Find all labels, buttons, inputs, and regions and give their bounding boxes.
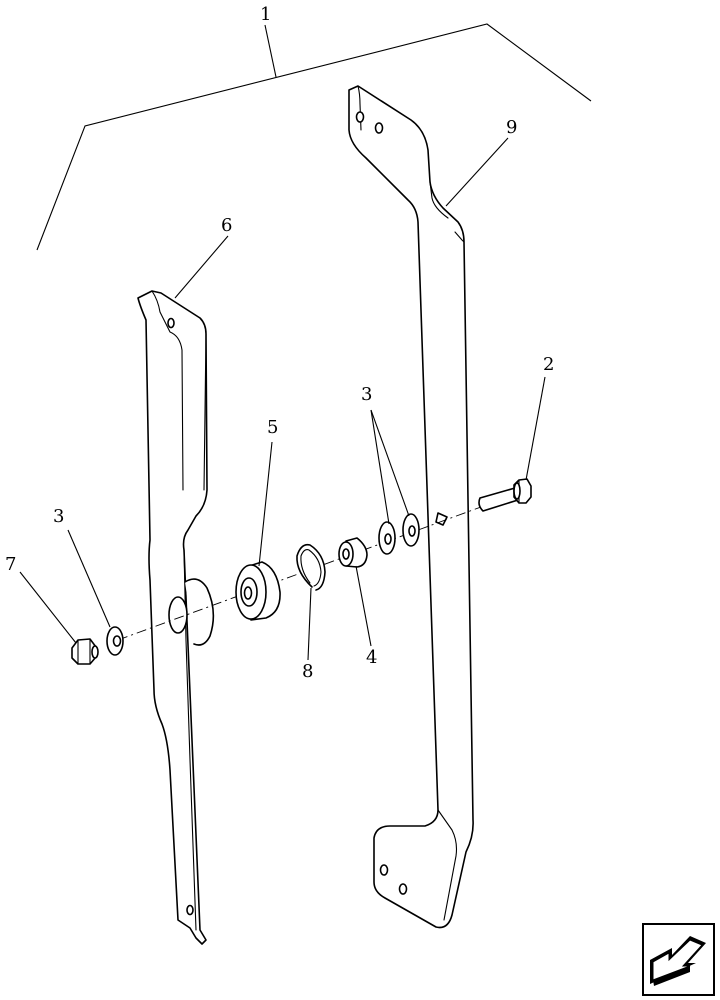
- callout-2: 2: [543, 354, 554, 375]
- nut-part: [71, 638, 99, 665]
- spacer-part: [338, 537, 368, 568]
- callout-3-right: 3: [361, 384, 372, 405]
- snap-ring-part: [296, 543, 326, 591]
- bearing-part: [235, 561, 281, 621]
- previous-page-button[interactable]: [642, 923, 715, 996]
- callout-5: 5: [267, 417, 278, 438]
- leader-lines: [19, 137, 546, 661]
- left-washer-part: [106, 626, 124, 656]
- right-arm-part: [348, 85, 474, 929]
- assembly-bracket-line: [36, 23, 592, 251]
- callout-6: 6: [221, 215, 232, 236]
- callout-9: 9: [506, 117, 517, 138]
- right-washers-part: [378, 513, 420, 555]
- callout-4: 4: [366, 647, 377, 668]
- arrow-down-left-icon: [650, 936, 706, 986]
- callout-1: 1: [260, 4, 271, 25]
- callout-8: 8: [302, 661, 313, 682]
- bolt-part: [478, 478, 532, 512]
- left-arm-part: [137, 290, 215, 945]
- callout-3-left: 3: [53, 506, 64, 527]
- callout-7: 7: [5, 554, 16, 575]
